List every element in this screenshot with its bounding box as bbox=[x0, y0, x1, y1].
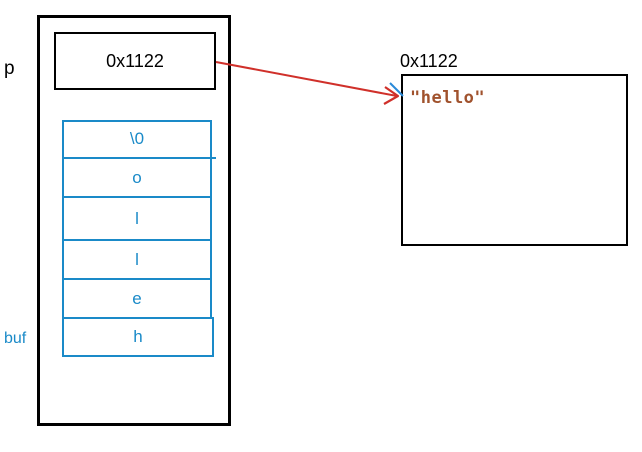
pointer-cell: 0x1122 bbox=[54, 32, 216, 90]
buffer-cell: l bbox=[62, 198, 212, 239]
buffer-line bbox=[62, 355, 214, 357]
buffer-label: buf bbox=[4, 330, 27, 347]
heap-block bbox=[401, 74, 628, 246]
stack-frame bbox=[37, 15, 231, 426]
buffer-line bbox=[62, 196, 212, 198]
pointer-label: p bbox=[4, 58, 15, 79]
arrow-head bbox=[383, 86, 400, 105]
buffer-line bbox=[62, 157, 216, 159]
pointer-value: 0x1122 bbox=[106, 50, 164, 71]
buffer-line bbox=[62, 278, 212, 280]
buffer-line bbox=[62, 120, 212, 122]
heap-string: "hello" bbox=[410, 88, 486, 108]
arrow-tip-mark bbox=[389, 82, 404, 97]
buffer-cell: e bbox=[62, 280, 212, 317]
heap-address: 0x1122 bbox=[400, 51, 458, 71]
buffer-line bbox=[62, 239, 212, 241]
buffer-cell: l bbox=[62, 241, 212, 278]
buffer-line bbox=[62, 317, 214, 319]
buffer-cell: o bbox=[62, 159, 212, 196]
buffer-cell: h bbox=[62, 319, 214, 355]
arrow-line bbox=[215, 61, 398, 97]
buffer-cell: \0 bbox=[62, 121, 212, 157]
